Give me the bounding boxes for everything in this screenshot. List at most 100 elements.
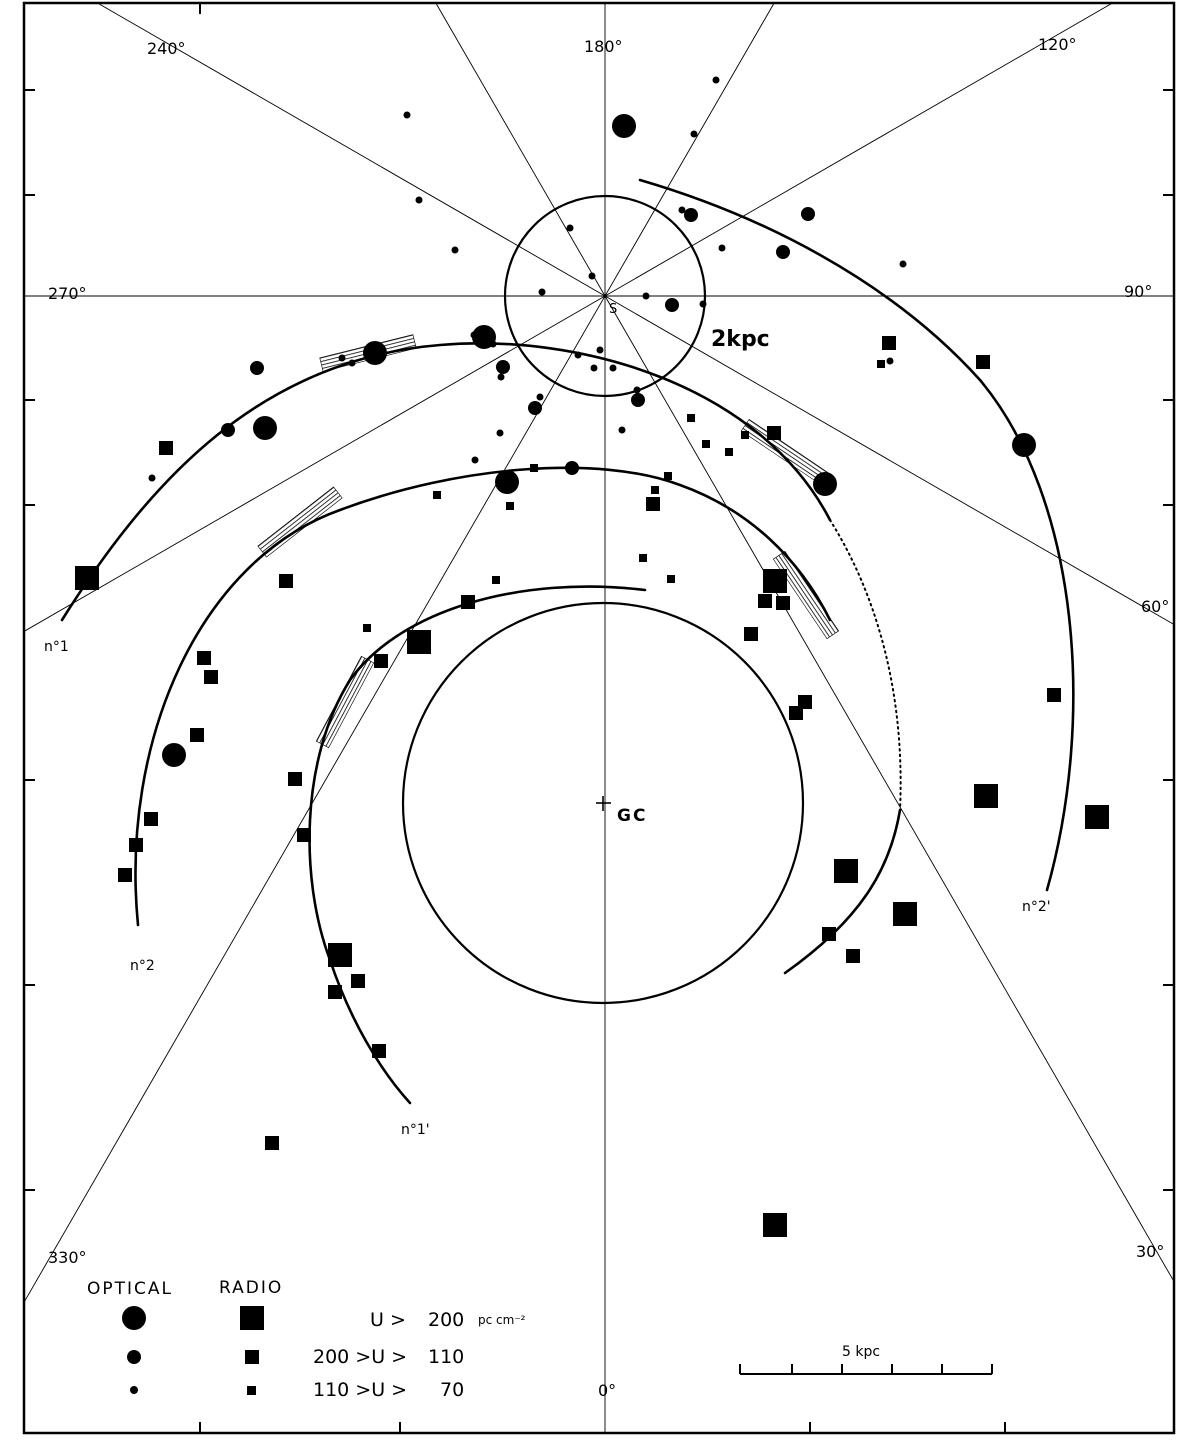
optical-source <box>618 426 626 434</box>
radio-source <box>846 949 860 963</box>
legend-row-2-lhs: 200 >U > <box>313 1346 407 1368</box>
radio-source <box>297 828 311 842</box>
radio-source <box>129 838 143 852</box>
scale-bar-label: 5 kpc <box>842 1344 880 1360</box>
longitude-ray-150 <box>23 2 775 1303</box>
legend-row-1-rhs: 200 <box>428 1309 464 1331</box>
hatch-segment <box>315 655 375 749</box>
optical-source <box>338 354 346 362</box>
optical-source <box>612 114 636 138</box>
radio-source <box>288 772 302 786</box>
arm-2-label: n°2 <box>130 958 155 974</box>
galactic-center-marker <box>596 796 611 811</box>
arm-1-curve <box>60 342 832 622</box>
radio-source <box>741 431 749 439</box>
arm-1-label: n°1 <box>44 639 69 655</box>
legend-optical-small <box>130 1386 138 1394</box>
optical-sources <box>148 76 1036 767</box>
optical-source <box>497 373 505 381</box>
radio-source <box>798 695 812 709</box>
arm-1-prime-label: n°1' <box>401 1122 430 1138</box>
legend-optical-medium <box>127 1350 141 1364</box>
lon-label-270: 270° <box>48 284 87 303</box>
radio-source <box>279 574 293 588</box>
arm-1-dotted-extension <box>829 519 902 811</box>
optical-source <box>699 300 707 308</box>
optical-source <box>642 292 650 300</box>
optical-source <box>403 111 411 119</box>
radio-source <box>159 441 173 455</box>
optical-source <box>496 360 510 374</box>
legend-optical-large <box>122 1306 146 1330</box>
optical-source <box>1012 433 1036 457</box>
arm-2-curve <box>134 466 832 927</box>
optical-source <box>162 743 186 767</box>
radio-source <box>639 554 647 562</box>
longitude-ray-120 <box>23 2 1113 632</box>
radio-source <box>702 440 710 448</box>
optical-source <box>609 364 617 372</box>
radio-source <box>646 497 660 511</box>
optical-source <box>633 386 641 394</box>
radio-source <box>461 595 475 609</box>
radio-source <box>822 927 836 941</box>
optical-source <box>574 351 582 359</box>
optical-source <box>886 357 894 365</box>
optical-source <box>495 470 519 494</box>
legend-radio-large <box>240 1306 264 1330</box>
legend-row-3-lhs: 110 >U > <box>313 1379 407 1401</box>
radio-source <box>204 670 218 684</box>
radio-source <box>877 360 885 368</box>
radio-source <box>190 728 204 742</box>
radio-source <box>506 502 514 510</box>
map-frame <box>22 1 1176 1435</box>
longitude-ray-30 <box>435 2 1175 1282</box>
optical-source <box>471 456 479 464</box>
scale-bar <box>739 1364 993 1375</box>
gc-label: GC <box>617 806 647 826</box>
lon-label-0: 0° <box>598 1381 616 1400</box>
radio-source <box>789 706 803 720</box>
legend-radio-header: RADIO <box>219 1278 283 1298</box>
hatch-segment <box>257 486 343 558</box>
sun-label: S <box>609 302 617 317</box>
legend-optical-header: OPTICAL <box>87 1279 173 1299</box>
optical-source <box>566 224 574 232</box>
lon-label-30: 30° <box>1136 1242 1164 1261</box>
sun-circle-label: 2kpc <box>711 327 770 352</box>
radio-source <box>265 1136 279 1150</box>
optical-source <box>348 359 356 367</box>
radio-source <box>351 974 365 988</box>
optical-source <box>148 474 156 482</box>
longitude-ray-60 <box>97 2 1175 625</box>
lon-label-240: 240° <box>147 39 186 58</box>
hatch-segment <box>740 418 830 486</box>
radio-source <box>763 1213 787 1237</box>
hatched-segments <box>257 334 840 749</box>
optical-source <box>596 346 604 354</box>
optical-source <box>665 298 679 312</box>
radio-source <box>834 859 858 883</box>
legend: OPTICAL RADIO U > 200 pc cm⁻² 200 >U > 1… <box>87 1278 526 1401</box>
optical-source <box>690 130 698 138</box>
arm-1-inner-extension <box>783 808 902 975</box>
radio-source <box>1085 805 1109 829</box>
radio-source <box>1047 688 1061 702</box>
legend-row-3-rhs: 70 <box>440 1379 464 1401</box>
optical-source <box>678 206 686 214</box>
lon-label-180: 180° <box>584 37 623 56</box>
optical-source <box>899 260 907 268</box>
radio-source <box>664 472 672 480</box>
optical-source <box>588 272 596 280</box>
frame-ticks <box>24 3 1174 1433</box>
optical-source <box>631 393 645 407</box>
optical-source <box>718 244 726 252</box>
radio-source <box>328 943 352 967</box>
radio-source <box>974 784 998 808</box>
optical-source <box>253 416 277 440</box>
radio-source <box>328 985 342 999</box>
radio-source <box>776 596 790 610</box>
radio-source <box>882 336 896 350</box>
optical-source <box>363 341 387 365</box>
